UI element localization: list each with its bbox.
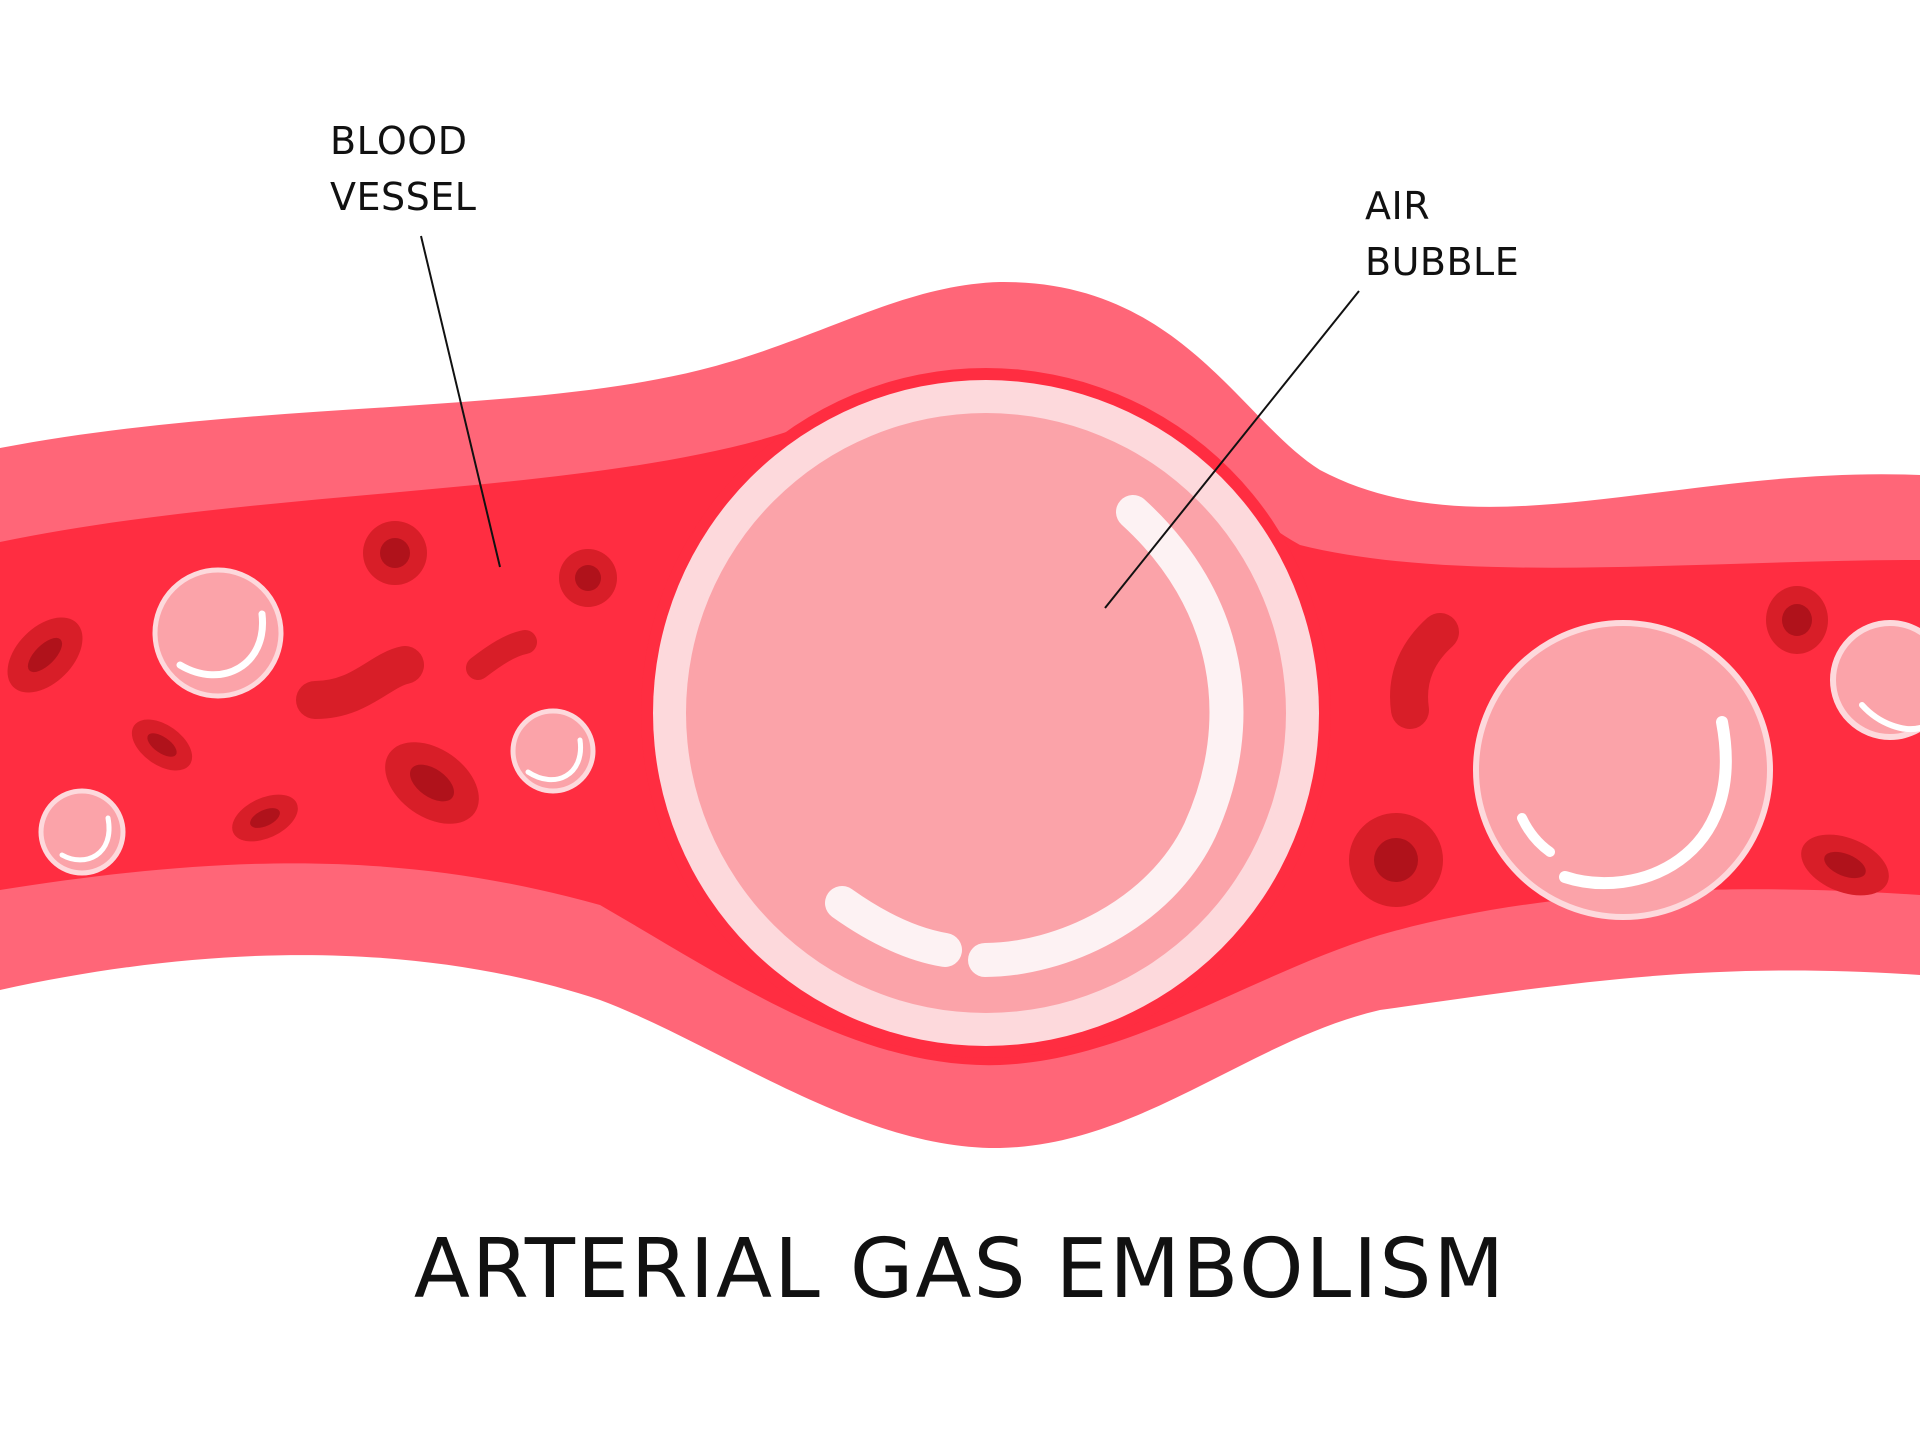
red-blood-cell: [250, 808, 280, 828]
red-blood-cell: [1824, 851, 1866, 879]
red-blood-cell-center: [1374, 838, 1418, 882]
bubble-highlight: [1517, 813, 1555, 857]
red-blood-cell: [1782, 604, 1812, 636]
air-bubble-leader-line: [1104, 290, 1360, 609]
diagram-title: ARTERIAL GAS EMBOLISM: [413, 1222, 1507, 1317]
bubble-highlight: [176, 610, 266, 679]
red-blood-cell-center: [380, 538, 410, 568]
bubble-highlight: [1559, 716, 1732, 890]
air-bubble-label: AIR BUBBLE: [1365, 184, 1520, 284]
red-blood-cell: [147, 733, 177, 757]
red-blood-cell: [27, 637, 63, 673]
air-bubble-large: [641, 368, 1331, 1058]
bubble-highlight: [825, 886, 962, 967]
bubble-highlight: [59, 815, 112, 863]
small-air-bubbles: [38, 567, 1920, 920]
air-bubble-small: [1830, 620, 1920, 740]
red-blood-cell: [1390, 613, 1459, 729]
red-blood-cell-center: [575, 565, 601, 591]
air-bubble-small: [152, 567, 284, 699]
bubble-highlight: [968, 495, 1244, 977]
bubble-highlight: [525, 737, 584, 783]
blood-vessel-label: BLOOD VESSEL: [330, 119, 477, 219]
red-blood-cells: [7, 521, 1889, 907]
blood-vessel-leader-line: [420, 235, 501, 568]
red-blood-cell: [466, 630, 537, 680]
bubble-highlight: [1859, 702, 1920, 733]
red-blood-cell: [296, 646, 424, 719]
red-blood-cell: [410, 764, 454, 802]
air-bubble-large-fill: [686, 413, 1286, 1013]
